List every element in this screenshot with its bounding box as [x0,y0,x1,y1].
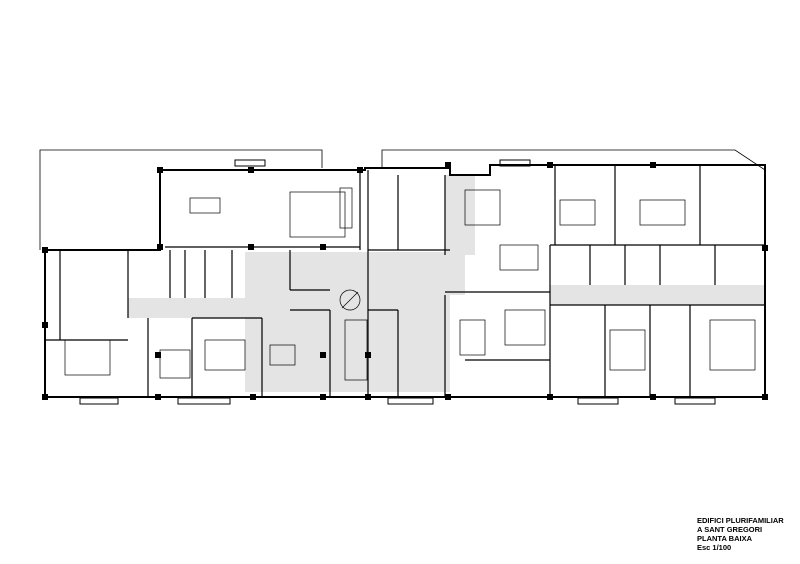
furniture-piece [459,319,486,356]
scale-label: Esc 1/100 [697,543,732,552]
furniture-piece [499,244,539,271]
structural-column [320,394,326,400]
structural-column [157,167,163,173]
furniture-piece [344,319,368,381]
terrace-right [381,149,766,171]
structural-column [157,244,163,250]
circulation-area [128,298,248,318]
structural-column [365,352,371,358]
furniture-piece [289,191,346,238]
structural-column [365,394,371,400]
structural-column [42,394,48,400]
structural-column [650,394,656,400]
furniture-piece [609,329,646,371]
window [79,397,119,405]
stair-arrow [341,291,359,309]
window [387,397,434,405]
window [674,397,716,405]
furniture-piece [464,189,501,226]
terrace-outline [39,149,766,250]
structural-column [248,167,254,173]
structural-column [320,244,326,250]
structural-column [248,244,254,250]
furniture-piece [709,319,756,371]
interior-walls [45,165,765,397]
furniture-piece [269,344,296,366]
structural-column [445,162,451,168]
furniture-piece [639,199,686,226]
structural-column [320,352,326,358]
structural-column [357,167,363,173]
furniture-piece [159,349,191,379]
furniture-piece [64,339,111,376]
structural-column [42,247,48,253]
furniture [64,187,756,381]
furniture-piece [559,199,596,226]
window [577,397,619,405]
window [177,397,231,405]
structural-column [762,394,768,400]
circulation-area [445,255,465,295]
circulation-area [245,252,450,392]
structural-column [650,162,656,168]
title-line-1: EDIFICI PLURIFAMILIAR [697,516,784,525]
furniture-piece [504,309,546,346]
furniture-piece [204,339,246,371]
structural-column [42,322,48,328]
structural-column [547,394,553,400]
terrace-left [39,149,323,250]
structural-column [250,394,256,400]
furniture-piece [189,197,221,214]
structural-column [155,394,161,400]
structural-column [762,245,768,251]
structural-column [445,394,451,400]
windows [79,159,716,405]
circulation-area [550,285,765,305]
spiral-stair [339,289,361,311]
title-block: EDIFICI PLURIFAMILIAR A SANT GREGORI PLA… [697,516,784,552]
furniture-piece [339,187,353,229]
structural-column [547,162,553,168]
title-line-2: A SANT GREGORI [697,525,763,534]
structural-column [155,352,161,358]
window [234,159,266,167]
title-line-3: PLANTA BAIXA [697,534,752,543]
window [499,159,531,167]
structural-columns [42,162,768,400]
circulation-areas [128,175,765,392]
circulation-area [445,175,475,255]
